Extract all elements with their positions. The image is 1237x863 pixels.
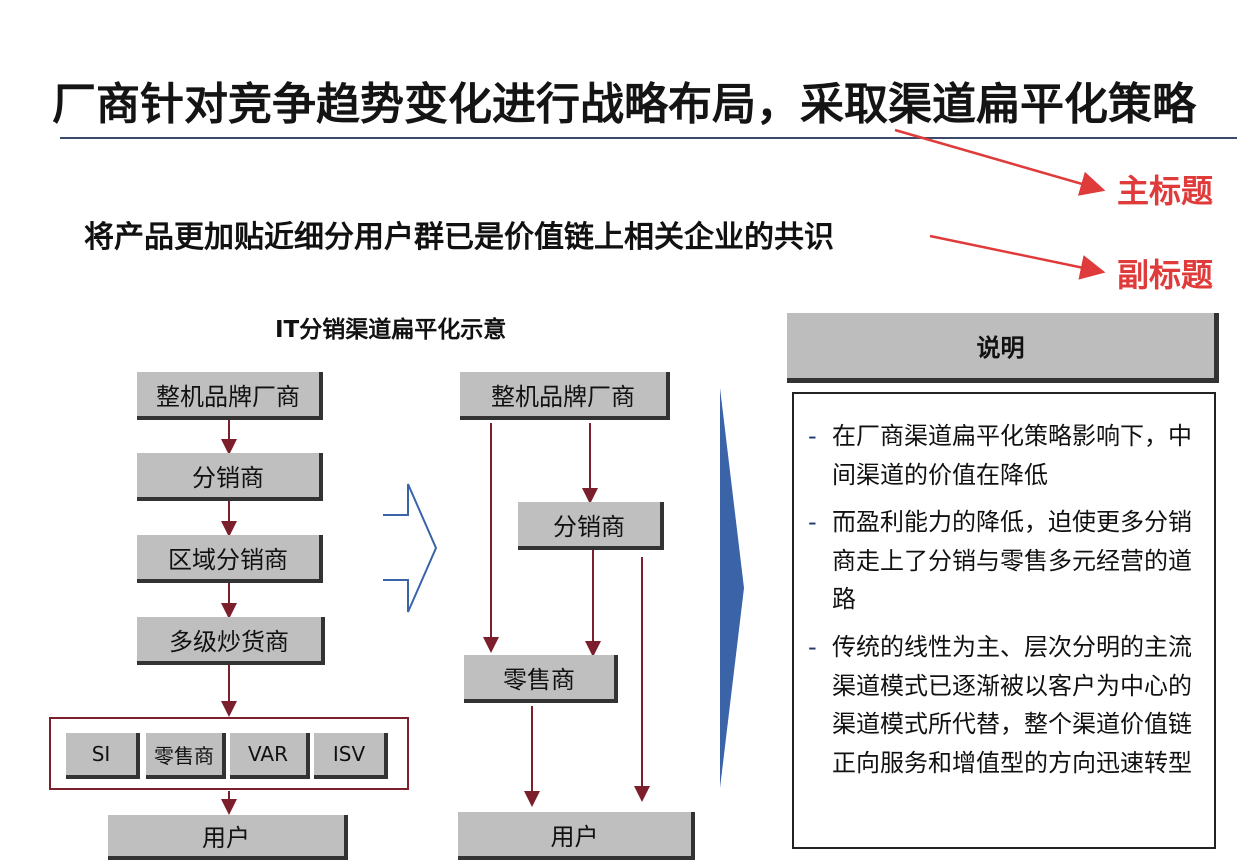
legend-bullet-1: 在厂商渠道扁平化策略影响下，中间渠道的价值在降低 — [832, 422, 1192, 489]
main-title-pointer — [894, 128, 1106, 196]
divider-chevron — [720, 388, 744, 788]
right-node-user: 用户 — [458, 812, 695, 860]
left-node-multilevel-trader: 多级炒货商 — [137, 617, 325, 665]
legend-header: 说明 — [787, 313, 1219, 383]
subtitle-pointer — [929, 234, 1106, 280]
title-divider — [60, 137, 1237, 139]
subtitle: 将产品更加贴近细分用户群已是价值链上相关企业的共识 — [84, 220, 834, 255]
left-node-manufacturer: 整机品牌厂商 — [137, 372, 323, 420]
group-node-si: SI — [66, 733, 140, 779]
channel-group-box — [49, 717, 409, 790]
legend-bullet-marker: - — [808, 633, 817, 661]
legend-bullet-marker: - — [808, 508, 817, 536]
diagram-title: IT分销渠道扁平化示意 — [275, 317, 507, 343]
left-node-regional-distributor: 区域分销商 — [137, 535, 323, 583]
transform-arrow — [383, 483, 438, 613]
main-title-annotation: 主标题 — [1117, 172, 1214, 210]
right-node-retailer: 零售商 — [464, 655, 618, 703]
left-node-distributor: 分销商 — [137, 453, 323, 501]
main-title: 厂商针对竞争趋势变化进行战略布局，采取渠道扁平化策略 — [52, 79, 1196, 130]
legend-bullet-3: 传统的线性为主、层次分明的主流渠道模式已逐渐被以客户为中心的渠道模式所代替，整个… — [832, 633, 1192, 777]
legend-box — [792, 392, 1216, 849]
legend-bullet-marker: - — [808, 422, 817, 450]
group-node-retailer: 零售商 — [146, 733, 226, 779]
right-node-manufacturer: 整机品牌厂商 — [460, 372, 670, 420]
group-node-var: VAR — [230, 733, 310, 779]
left-node-user: 用户 — [108, 815, 348, 860]
group-node-isv: ISV — [314, 733, 388, 779]
legend-bullet-2: 而盈利能力的降低，迫使更多分销商走上了分销与零售多元经营的道路 — [832, 508, 1192, 613]
subtitle-annotation: 副标题 — [1117, 256, 1214, 294]
right-node-distributor: 分销商 — [518, 502, 664, 550]
